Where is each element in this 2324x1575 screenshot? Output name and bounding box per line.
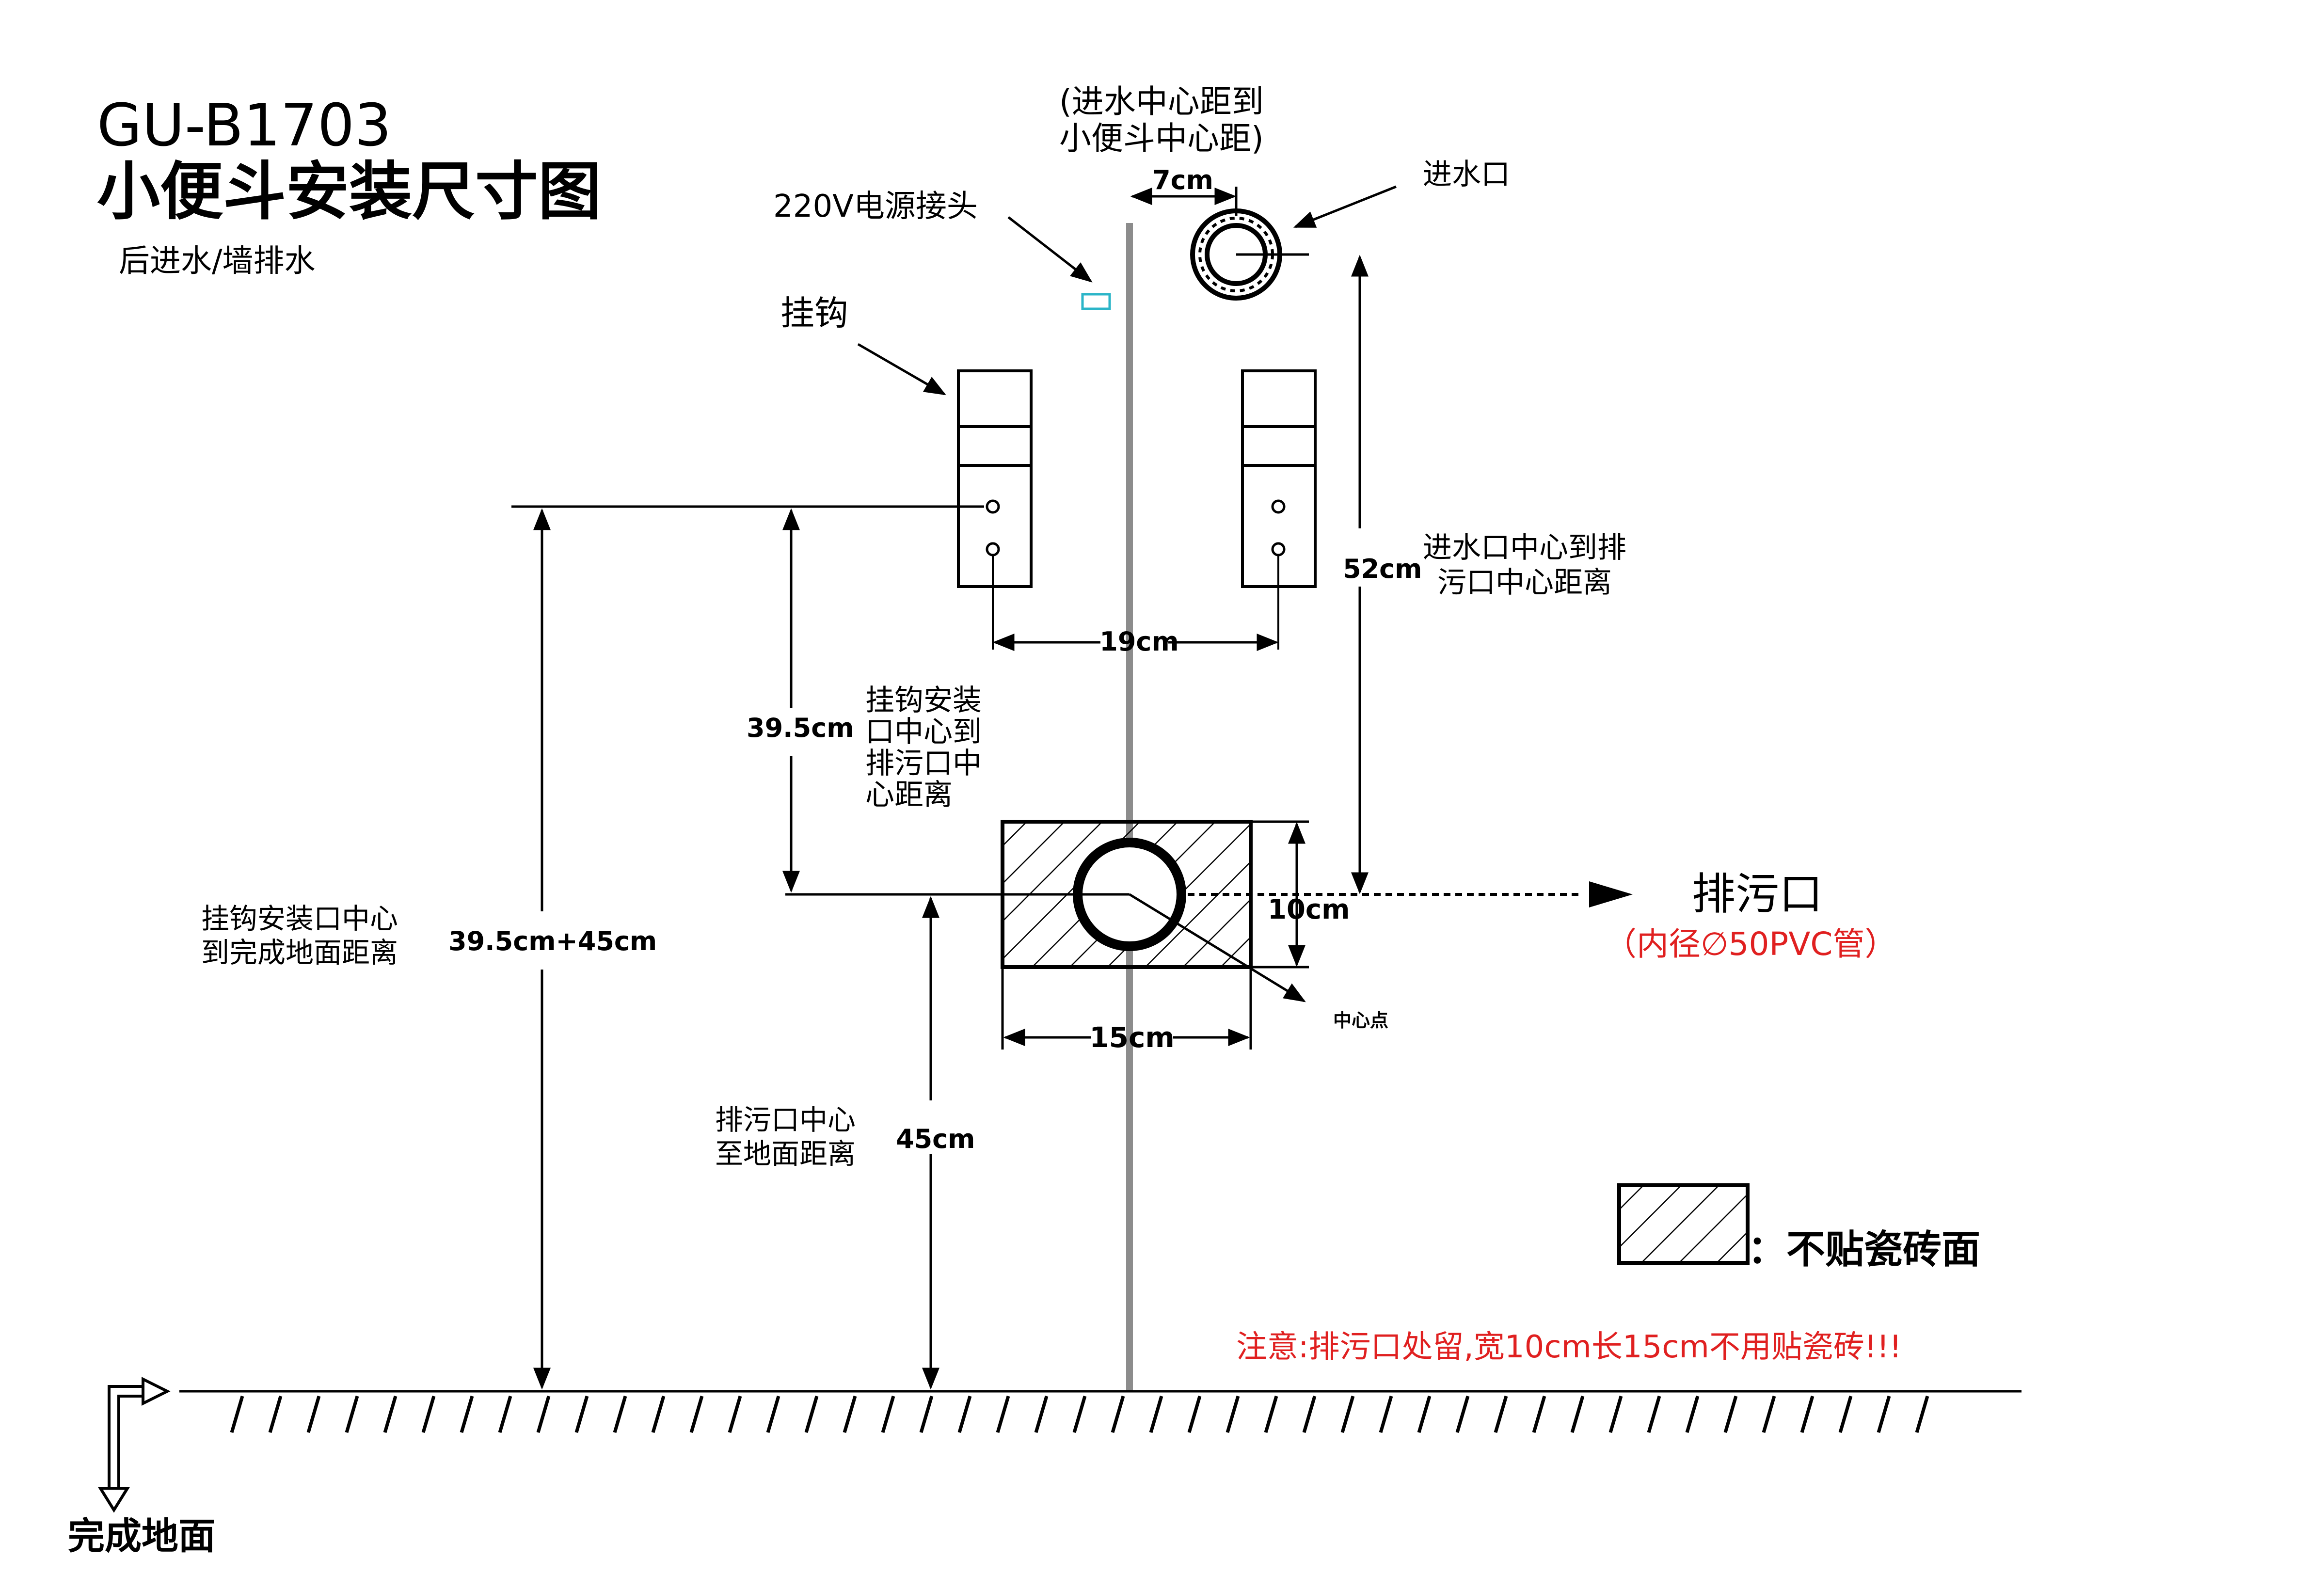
- floor-hatch-mark: [1532, 1396, 1546, 1433]
- floor-hatch-mark: [498, 1396, 512, 1433]
- power-socket: [1081, 293, 1111, 310]
- floor-hatch-mark: [1877, 1396, 1891, 1433]
- hook-to-drain-desc-3: 排污口中: [865, 747, 982, 780]
- floor-hatch-mark: [1494, 1396, 1508, 1433]
- opening-height-label: 10cm: [1268, 894, 1350, 925]
- hook-to-floor-desc-line2: 到完成地面距离: [201, 936, 398, 969]
- floor-hatch-mark: [728, 1396, 742, 1433]
- floor-hatch-mark: [574, 1396, 589, 1433]
- floor-hatch-mark: [421, 1396, 436, 1433]
- floor-hatch-mark: [306, 1396, 321, 1433]
- floor-hatch-mark: [1264, 1396, 1278, 1433]
- floor-hatch-mark: [1723, 1396, 1738, 1433]
- floor-hatch-mark: [230, 1396, 244, 1433]
- hook-label: 挂钩: [780, 293, 848, 333]
- left-hook: [957, 369, 1033, 650]
- floor-hatch-mark: [1379, 1396, 1393, 1433]
- floor-hatch-mark: [1226, 1396, 1240, 1433]
- diagram-subtitle: 后进水/墙排水: [119, 243, 316, 279]
- water-inlet: [1190, 208, 1309, 301]
- floor-hatch-mark: [1915, 1396, 1929, 1433]
- drain-arrowhead: [1589, 881, 1633, 907]
- floor-hatch-mark: [1455, 1396, 1470, 1433]
- floor-hatch-mark: [460, 1396, 474, 1433]
- finished-floor-arrow: [97, 1377, 171, 1513]
- floor-hatch-marks: [230, 1396, 1929, 1433]
- diagram-title: 小便斗安装尺寸图: [97, 155, 601, 228]
- floor-hatch-mark: [1034, 1396, 1049, 1433]
- drain-to-floor-label: 45cm: [896, 1124, 975, 1154]
- floor-hatch-mark: [919, 1396, 934, 1433]
- floor-hatch-mark: [843, 1396, 857, 1433]
- floor-hatch-mark: [1149, 1396, 1163, 1433]
- hook-to-drain-desc-4: 心距离: [865, 778, 953, 812]
- hook-to-drain-desc-2: 口中心到: [865, 715, 982, 749]
- floor-hatch-mark: [268, 1396, 283, 1433]
- floor-hatch-mark: [613, 1396, 627, 1433]
- opening-width-label: 15cm: [1089, 1021, 1175, 1054]
- floor-hatch-mark: [766, 1396, 780, 1433]
- model-number: GU-B1703: [97, 92, 392, 159]
- floor-hatch-mark: [996, 1396, 1010, 1433]
- inlet-label: 进水口: [1423, 158, 1510, 191]
- drain-to-floor-desc-line2: 至地面距离: [715, 1137, 856, 1170]
- finished-floor-label: 完成地面: [68, 1514, 215, 1558]
- inlet-offset-label: 7cm: [1152, 165, 1213, 195]
- floor-hatch-mark: [1608, 1396, 1623, 1433]
- hook-to-floor-label: 39.5cm+45cm: [448, 926, 657, 956]
- floor-hatch-mark: [1072, 1396, 1087, 1433]
- legend-hatch-swatch: [1617, 1183, 1750, 1265]
- drain-spec: （内径∅50PVC管）: [1605, 925, 1897, 963]
- hook-to-drain-desc-1: 挂钩安装: [865, 684, 982, 717]
- inlet-to-drain-desc-line2: 污口中心距离: [1437, 566, 1612, 600]
- inlet-to-drain-label: 52cm: [1343, 554, 1422, 584]
- floor-hatch-mark: [1685, 1396, 1700, 1433]
- hook-pointer: [857, 343, 946, 396]
- power-socket-label: 220V电源接头: [773, 189, 978, 224]
- inlet-pointer: [1293, 185, 1397, 228]
- power-socket-pointer: [1007, 216, 1093, 283]
- legend-text: ：不贴瓷砖面: [1748, 1227, 1980, 1272]
- center-point-pointer: [1129, 893, 1306, 1002]
- floor-hatch-mark: [536, 1396, 551, 1433]
- floor-hatch-mark: [1111, 1396, 1125, 1433]
- floor-hatch-mark: [1302, 1396, 1317, 1433]
- floor-hatch-mark: [1417, 1396, 1432, 1433]
- floor-hatch-mark: [345, 1396, 359, 1433]
- floor-hatch-mark: [1800, 1396, 1815, 1433]
- floor-hatch-mark: [1340, 1396, 1355, 1433]
- floor-hatch-mark: [881, 1396, 895, 1433]
- right-hook: [1241, 369, 1317, 650]
- floor-hatch-mark: [1570, 1396, 1585, 1433]
- floor-hatch-mark: [1647, 1396, 1661, 1433]
- drain-label: 排污口: [1692, 869, 1823, 920]
- floor-hatch-mark: [1838, 1396, 1853, 1433]
- floor-hatch-mark: [957, 1396, 972, 1433]
- floor-hatch-mark: [651, 1396, 666, 1433]
- floor-hatch-mark: [689, 1396, 704, 1433]
- floor-hatch-mark: [804, 1396, 819, 1433]
- notice-text: 注意:排污口处留,宽10cm长15cm不用贴瓷砖!!!: [1236, 1329, 1902, 1365]
- inlet-to-drain-desc-line1: 进水口中心到排: [1423, 531, 1626, 565]
- inlet-center-note-line1: (进水中心距到: [1059, 83, 1264, 120]
- hook-spacing-label: 19cm: [1099, 626, 1178, 657]
- floor-hatch-mark: [1187, 1396, 1202, 1433]
- drain-to-floor-desc-line1: 排污口中心: [715, 1103, 856, 1136]
- floor-hatch-mark: [1762, 1396, 1776, 1433]
- floor-hatch-mark: [383, 1396, 398, 1433]
- center-point-label: 中心点: [1333, 1010, 1388, 1031]
- hook-to-floor-desc-line1: 挂钩安装口中心: [201, 902, 398, 935]
- hook-to-drain-label: 39.5cm: [747, 713, 854, 743]
- inlet-center-note-line2: 小便斗中心距): [1059, 120, 1264, 157]
